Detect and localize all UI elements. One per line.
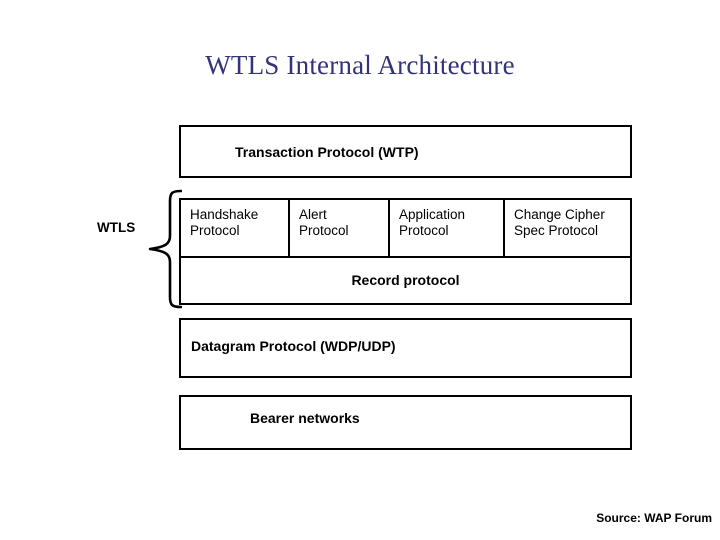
source-attribution: Source: WAP Forum <box>596 511 712 525</box>
layer-bearer-networks-label: Bearer networks <box>250 410 360 426</box>
cell-handshake-protocol: Handshake Protocol <box>181 200 288 256</box>
cell-alert-protocol-label: Alert Protocol <box>299 207 349 238</box>
cell-application-protocol: Application Protocol <box>388 200 503 256</box>
cell-alert-protocol: Alert Protocol <box>288 200 388 256</box>
cell-handshake-protocol-label: Handshake Protocol <box>190 207 259 238</box>
wtls-group-brace-icon <box>148 189 182 309</box>
cell-change-cipher-spec-protocol: Change Cipher Spec Protocol <box>503 200 634 256</box>
layer-record-protocol: Record protocol <box>179 256 632 305</box>
wtls-group-label: WTLS <box>97 220 136 235</box>
layer-datagram-protocol: Datagram Protocol (WDP/UDP) <box>179 318 632 378</box>
cell-application-protocol-label: Application Protocol <box>399 207 466 238</box>
layer-protocol-row: Handshake Protocol Alert Protocol Applic… <box>179 198 632 256</box>
layer-transaction-protocol-label: Transaction Protocol (WTP) <box>235 144 419 160</box>
cell-change-cipher-spec-protocol-label: Change Cipher Spec Protocol <box>514 207 605 238</box>
layer-bearer-networks: Bearer networks <box>179 395 632 450</box>
page-title: WTLS Internal Architecture <box>205 50 515 80</box>
layer-transaction-protocol: Transaction Protocol (WTP) <box>179 125 632 178</box>
layer-datagram-protocol-label: Datagram Protocol (WDP/UDP) <box>191 338 396 354</box>
layer-record-protocol-label: Record protocol <box>351 272 460 288</box>
